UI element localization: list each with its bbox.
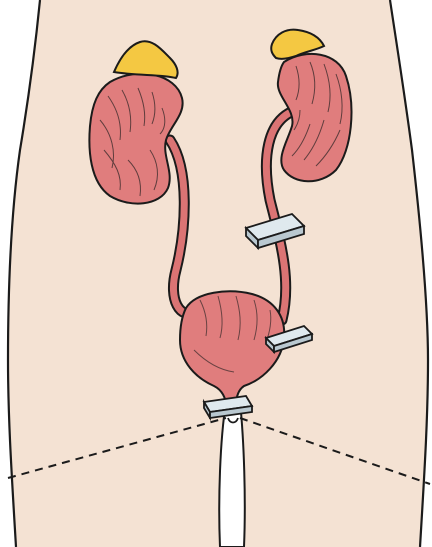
torso <box>8 0 428 547</box>
urethra <box>219 402 245 547</box>
